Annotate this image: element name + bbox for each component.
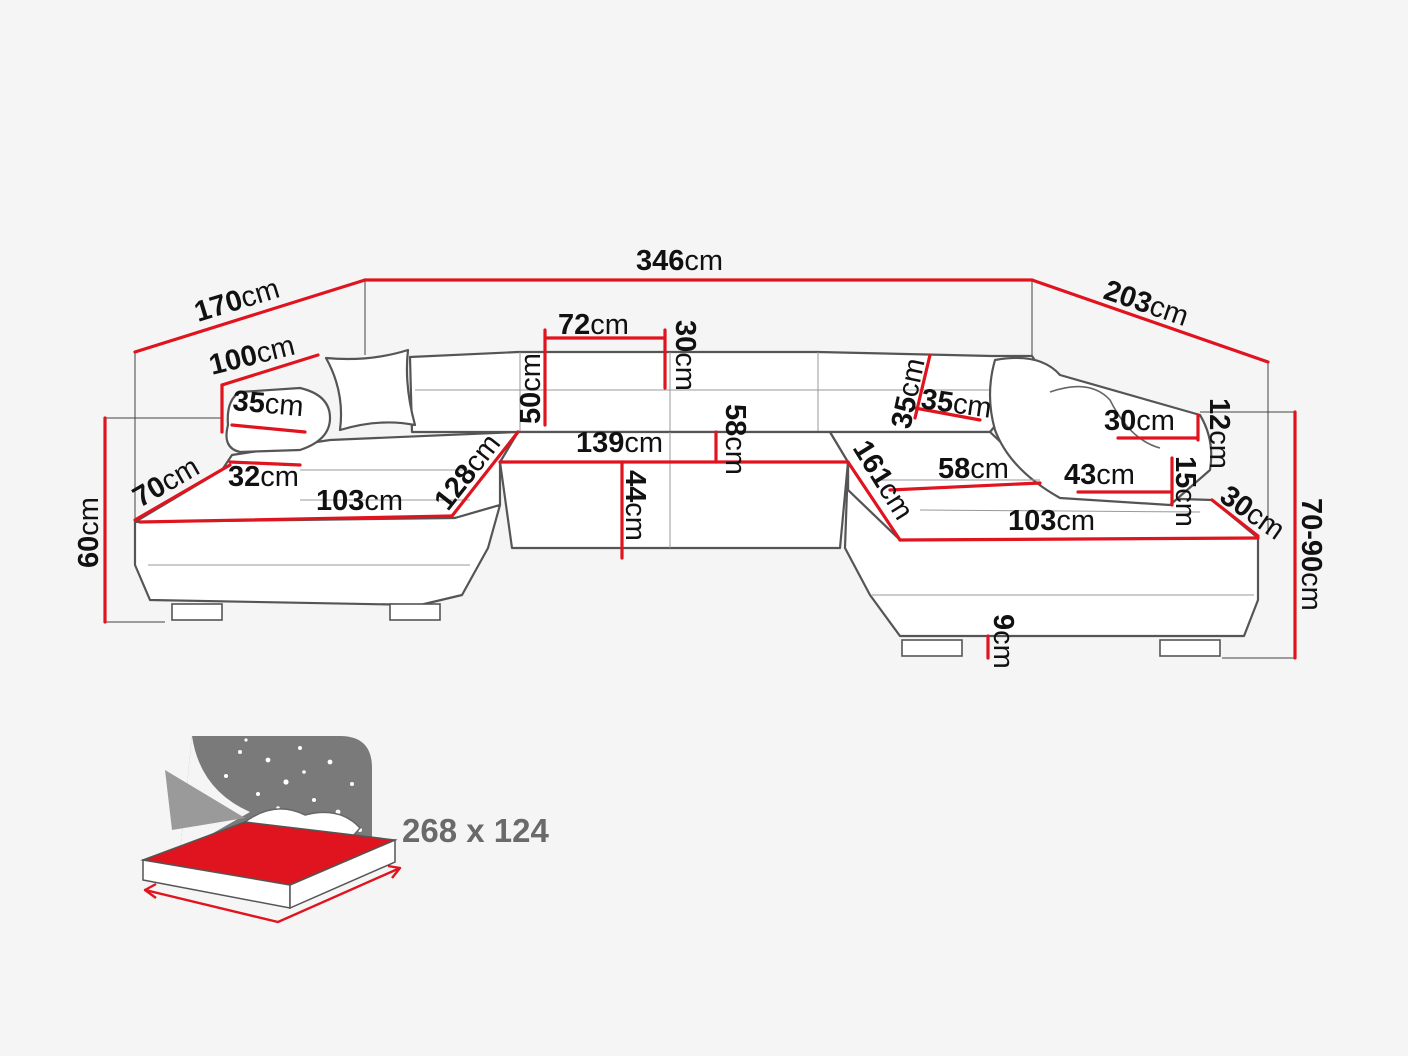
dim-line-32	[228, 460, 302, 467]
label-left-seat-depth: 103cm	[316, 485, 403, 517]
label-middle-seat-width: 139cm	[576, 427, 663, 459]
label-middle-seat-depth: 58cm	[719, 404, 751, 475]
label-left-armrest-width: 32cm	[228, 461, 299, 493]
middle-seat	[498, 430, 850, 464]
leg-left-1	[171, 603, 223, 621]
label-left-armrest-height: 35cm	[231, 385, 304, 423]
label-right-headrest-height: 35cm	[886, 355, 932, 431]
dim-line-203	[1030, 278, 1270, 364]
label-right-seat-width: 103cm	[1008, 505, 1095, 537]
label-right-seat-depth: 58cm	[938, 453, 1009, 485]
dim-line-35-left	[230, 423, 307, 434]
leg-right-2	[1159, 639, 1221, 657]
right-armrest	[988, 356, 1213, 507]
dim-line-103-left	[138, 514, 454, 524]
label-backrest-height: 50cm	[515, 353, 547, 424]
label-left-height: 60cm	[73, 497, 105, 568]
dim-line-170	[133, 278, 367, 354]
label-headrest-height: 30cm	[669, 320, 701, 391]
label-total-width: 346cm	[636, 245, 723, 277]
bed-side-shadow	[165, 770, 245, 830]
label-right-armrest-height-small: 12cm	[1203, 398, 1235, 469]
label-right-armrest-inner: 43cm	[1064, 459, 1135, 491]
leg-left-2	[389, 603, 441, 621]
label-right-armrest-side: 15cm	[1169, 456, 1201, 527]
right-armrest-cushion	[1049, 385, 1161, 449]
dim-line-35-right-w	[913, 406, 982, 422]
bed-side	[289, 838, 396, 910]
label-leg-height: 9cm	[987, 614, 1019, 669]
label-seat-height: 44cm	[619, 470, 651, 541]
leg-right-1	[901, 639, 963, 657]
guide-lines	[105, 280, 1295, 659]
dim-line-100	[220, 353, 320, 387]
bed-function-icon: 268 x 124	[140, 736, 549, 924]
label-right-headrest-width: 35cm	[919, 383, 994, 425]
label-headrest-width: 72cm	[558, 309, 629, 341]
dim-line-70	[133, 463, 232, 522]
right-seat-front	[843, 460, 1260, 638]
bed-dimension-line	[143, 866, 402, 924]
label-right-depth: 203cm	[1100, 274, 1193, 333]
dim-line-30-front	[1210, 498, 1260, 538]
dim-line-128	[450, 430, 520, 518]
left-armrest	[225, 386, 332, 454]
dim-line-58-right	[888, 481, 1042, 492]
sofa-drawing	[133, 348, 1260, 657]
back-seams	[519, 352, 819, 432]
left-pillow	[324, 348, 417, 432]
left-seat-front	[133, 503, 502, 607]
bed-dimension-arrows	[144, 864, 401, 899]
label-total-height: 70-90cm	[1295, 498, 1327, 611]
dimension-lines	[103, 278, 1297, 660]
label-right-armrest-top: 30cm	[1104, 405, 1175, 437]
seat-tufting	[300, 469, 1201, 513]
bed-size-label: 268 x 124	[402, 812, 549, 849]
dim-line-161	[846, 460, 902, 542]
dim-line-103-right	[898, 536, 1260, 542]
middle-seat-front	[498, 460, 850, 550]
